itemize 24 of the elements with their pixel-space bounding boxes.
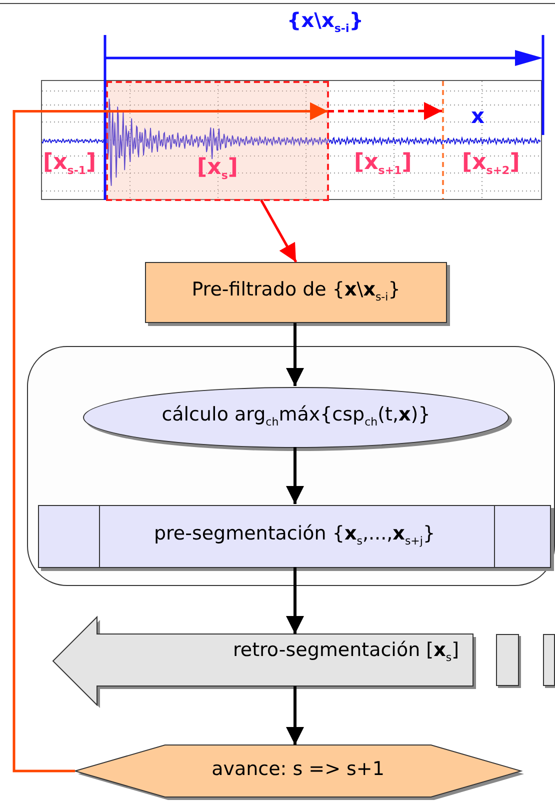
segment-label: [x$_{s-1}$]	[43, 150, 96, 177]
process-label: retro-segmentación [x$_{s}$]	[232, 639, 459, 664]
process-label: avance: s => s+1	[212, 758, 384, 780]
segment-window	[106, 81, 329, 201]
process-label: Pre-filtrado de {x\x$_{s-i}$}	[192, 278, 400, 303]
segment-label: [x$_{s+1}$]	[354, 150, 412, 177]
arrow	[286, 686, 304, 745]
arrow	[328, 102, 442, 120]
small-box	[543, 634, 555, 686]
arrow	[286, 323, 304, 386]
process-box	[145, 262, 447, 323]
arrow	[286, 567, 304, 634]
small-box	[496, 634, 519, 686]
arrow	[286, 447, 304, 504]
group-container	[27, 346, 555, 586]
segment-label: [x$_{s+2}$]	[462, 150, 520, 177]
signal-label: x	[471, 104, 485, 128]
segment-label: [x$_{s}$]	[196, 155, 239, 182]
process-label: cálculo arg$_{ch}$máx{csp$_{ch}$(t,x)}	[162, 403, 430, 428]
dimension-label: {x\x$_{s-i}$}	[287, 8, 364, 35]
arrow	[12, 102, 328, 772]
process-box	[38, 505, 551, 568]
process-label: pre-segmentación {x$_{s}$,...,x$_{s+j}$}	[154, 522, 436, 547]
arrow	[260, 199, 298, 263]
